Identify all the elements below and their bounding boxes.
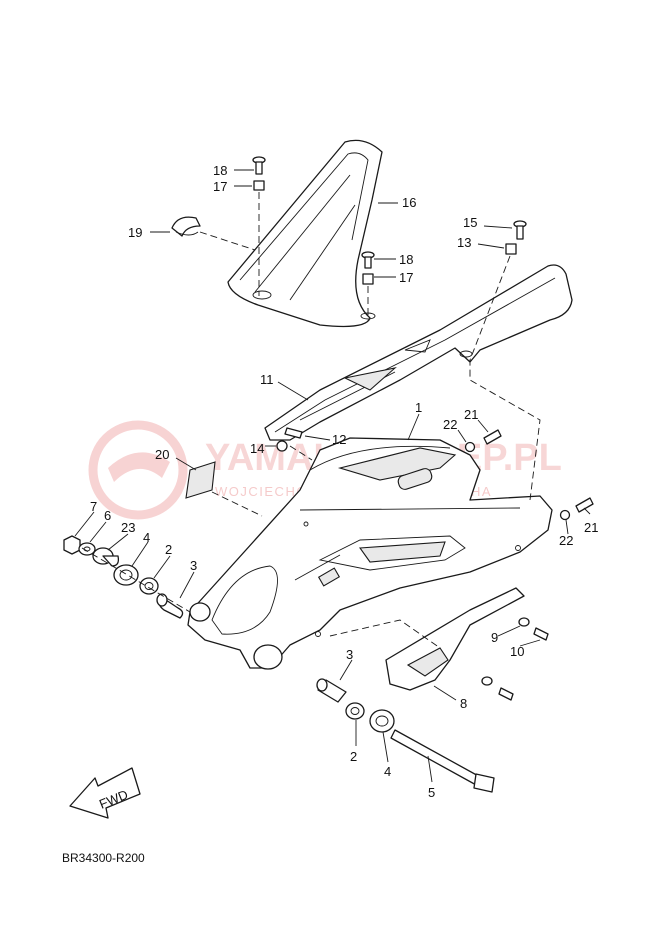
washer-22-top (464, 441, 476, 453)
collar-13 (505, 243, 517, 255)
callout-18b: 18 (399, 252, 413, 267)
bolt-10-bottom (498, 687, 514, 701)
rear-fender (227, 139, 383, 328)
clip-19 (171, 216, 201, 237)
callout-8: 8 (460, 696, 467, 711)
callout-11: 11 (260, 372, 274, 387)
callout-1: 1 (415, 400, 422, 415)
collar-3-lower (316, 678, 347, 703)
callout-12: 12 (332, 432, 346, 447)
callout-3: 3 (190, 558, 197, 573)
callout-7: 7 (90, 499, 97, 514)
chain-guard (264, 264, 573, 441)
collar-9-bottom (481, 676, 493, 686)
screw-18b (361, 251, 375, 269)
callout-3b: 3 (346, 647, 353, 662)
callout-16: 16 (402, 195, 416, 210)
bolt-21-right (575, 497, 594, 513)
diagram-code: BR34300-R200 (62, 851, 145, 865)
fwd-arrow: FWD (69, 767, 141, 819)
bolt-12 (284, 427, 303, 439)
chain-support-8 (385, 587, 525, 691)
callout-22: 22 (443, 417, 457, 432)
fender-collar-17 (253, 180, 265, 191)
callout-13: 13 (457, 235, 471, 250)
bearing-2-left (139, 577, 159, 595)
swingarm (187, 437, 553, 670)
fender-screw-18 (252, 156, 266, 175)
callout-10: 10 (510, 644, 524, 659)
bearing-2-lower (345, 702, 365, 720)
assembly-lines (81, 192, 541, 649)
label-20 (185, 461, 216, 499)
bolt-21-top (483, 429, 502, 445)
collar-9-top (518, 617, 530, 627)
callout-5: 5 (428, 785, 435, 800)
nut-7 (63, 535, 81, 555)
callout-2b: 2 (350, 749, 357, 764)
washer-22-right (559, 509, 571, 521)
callout-4b: 4 (384, 764, 391, 779)
collar-17b (362, 273, 374, 285)
callout-4: 4 (143, 530, 150, 545)
watermark-logo (88, 420, 188, 520)
callout-14: 14 (250, 441, 264, 456)
oil-seal-4-lower (369, 709, 395, 733)
callout-2: 2 (165, 542, 172, 557)
callout-22b: 22 (559, 533, 573, 548)
callout-19: 19 (128, 225, 142, 240)
callout-21b: 21 (584, 520, 598, 535)
callout-21: 21 (464, 407, 478, 422)
callout-18: 18 (213, 163, 227, 178)
callout-23: 23 (121, 520, 135, 535)
callout-20: 20 (155, 447, 169, 462)
oil-seal-4-left (113, 564, 139, 586)
callouts: 18 17 16 19 15 13 18 17 11 1 21 22 (74, 163, 598, 800)
collar-3-left (156, 593, 184, 619)
bolt-10-top (533, 627, 549, 641)
callout-17: 17 (213, 179, 227, 194)
callout-9: 9 (491, 630, 498, 645)
callout-17b: 17 (399, 270, 413, 285)
bolt-15 (513, 220, 527, 240)
washer-6 (78, 542, 96, 556)
washer-14 (276, 440, 288, 452)
bushing-23 (92, 547, 120, 567)
callout-15: 15 (463, 215, 477, 230)
callout-6: 6 (104, 508, 111, 523)
pivot-shaft-5 (390, 729, 495, 793)
